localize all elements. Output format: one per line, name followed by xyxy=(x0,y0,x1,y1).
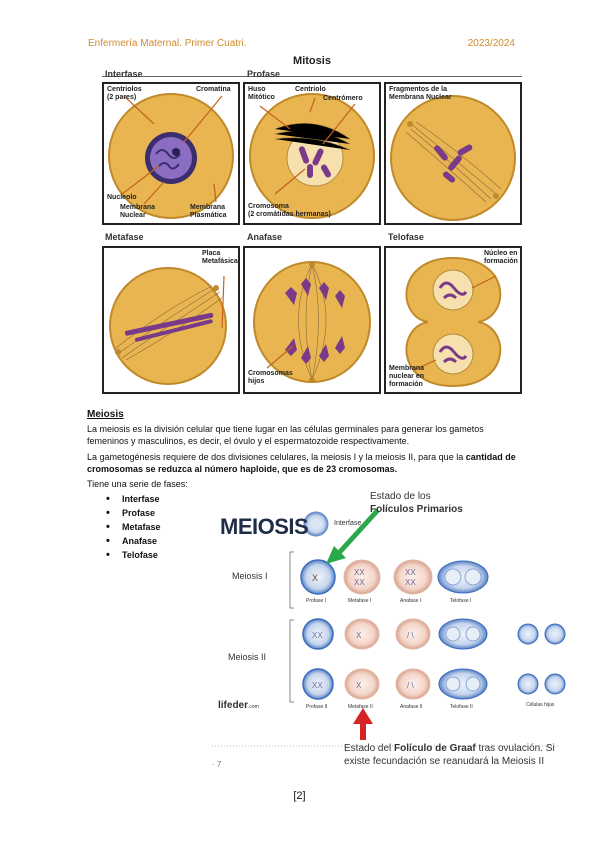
panel-metafase: Placa Metafásica xyxy=(102,246,240,394)
svg-text:XX: XX xyxy=(405,578,416,587)
fases-intro: Tiene una serie de fases: xyxy=(87,479,188,489)
svg-text:XX: XX xyxy=(405,568,416,577)
panel-profase: Huso Mitótico Centriolo Centrómero Cromo… xyxy=(243,82,381,225)
label-fragmentos: Fragmentos de la Membrana Nuclear xyxy=(389,86,452,101)
interfase-cell-illustration xyxy=(108,93,234,219)
label-huso: Huso Mitótico xyxy=(248,86,275,101)
telofase-cell-illustration xyxy=(405,256,502,388)
note-graaf-line2: existe fecundación se reanudará la Meios… xyxy=(344,756,545,767)
svg-text:XX: XX xyxy=(312,631,323,640)
label-centriolos: Centriolos (2 pares) xyxy=(107,86,142,101)
paragraph-gametogenesis-text: La gametogénesis requiere de dos divisio… xyxy=(87,452,466,462)
logo-text: lifeder xyxy=(218,700,249,711)
label-membrana-plasmatica: Membrana Plasmática xyxy=(190,204,227,219)
note-graaf-text-c: tras ovulación. Si xyxy=(475,743,555,754)
list-item: Metafase xyxy=(106,520,161,534)
label-anafase-1: Anafase I xyxy=(400,598,422,604)
panel-prometafase: Fragmentos de la Membrana Nuclear xyxy=(384,82,522,225)
phase-label-telofase: Telofase xyxy=(388,232,424,242)
paragraph-definition: La meiosis es la división celular que ti… xyxy=(87,424,484,447)
label-centromero: Centrómero xyxy=(323,95,363,102)
svg-text:XX: XX xyxy=(354,568,365,577)
metafase-cell-illustration xyxy=(109,267,227,385)
label-meiosis-1: Meiosis I xyxy=(232,571,268,581)
list-item: Anafase xyxy=(106,534,161,548)
meiosis-diagram-graphics: X XX XX XX XX XX X / \ XX X / \ xyxy=(212,508,566,747)
page-header: Enfermería Maternal. Primer Cuatri. 2023… xyxy=(88,38,515,52)
header-year: 2023/2024 xyxy=(467,38,515,49)
svg-text:/ \: / \ xyxy=(407,681,414,690)
label-celulas-hijas: Células hijas xyxy=(526,702,555,708)
mitosis-title: Mitosis xyxy=(293,55,331,67)
anafase-cell-illustration xyxy=(253,261,371,383)
label-nucleo-formacion: Núcleo en formación xyxy=(484,250,518,265)
list-item: Profase xyxy=(106,506,161,520)
embedded-page-number: · 7 xyxy=(212,760,222,769)
svg-text:XX: XX xyxy=(312,681,323,690)
page-number: [2] xyxy=(293,790,306,802)
list-item: Interfase xyxy=(106,492,161,506)
mitosis-figure: Mitosis Interfase Profase Metafase Anafa… xyxy=(100,52,524,400)
panel-telofase: Núcleo en formación Membrana nuclear en … xyxy=(384,246,522,394)
list-item: Telofase xyxy=(106,548,161,562)
note-primary-line2: Folículos Primarios xyxy=(370,504,463,515)
label-telofase-2: Telofase II xyxy=(450,704,473,710)
section-heading: Meiosis xyxy=(87,409,124,420)
meiosis-title: MEIOSIS xyxy=(220,514,309,539)
note-graaf-text-bold: Folículo de Graaf xyxy=(394,743,476,754)
label-membrana-formacion: Membrana nuclear en formación xyxy=(389,365,425,388)
fases-list: Interfase Profase Metafase Anafase Telof… xyxy=(106,492,161,562)
label-membrana-nuclear: Membrana Nuclear xyxy=(120,204,156,219)
note-primary-line1: Estado de los xyxy=(370,491,431,502)
profase-cell-illustration xyxy=(249,93,375,219)
svg-text:X: X xyxy=(356,681,362,690)
lifeder-logo: lifeder.com xyxy=(218,700,259,711)
meiosis-figure: X XX XX XX XX XX X / \ XX X / \ xyxy=(210,490,570,782)
label-metafase-2: Metafase II xyxy=(348,704,373,710)
svg-text:/ \: / \ xyxy=(407,631,414,640)
label-telofase-1: Telofase I xyxy=(450,598,472,604)
svg-text:X: X xyxy=(312,573,318,583)
paragraph-gametogenesis: La gametogénesis requiere de dos divisio… xyxy=(87,451,517,476)
logo-suffix: .com xyxy=(248,704,259,710)
phase-label-metafase: Metafase xyxy=(105,232,144,242)
mitosis-title-rule xyxy=(102,76,522,77)
phase-label-anafase: Anafase xyxy=(247,232,283,242)
label-meiosis-2: Meiosis II xyxy=(228,652,267,662)
label-profase-1: Profase I xyxy=(306,598,327,604)
svg-text:X: X xyxy=(356,631,362,640)
prometafase-cell-illustration xyxy=(390,95,516,221)
phase-label-profase: Profase xyxy=(247,69,281,79)
note-graaf-follicle: Estado del Folículo de Graaf tras ovulac… xyxy=(344,742,574,768)
paragraph-gametogenesis-bold: cantidad de cromosomas se reduzca al núm… xyxy=(87,452,516,475)
note-graaf-line1: Estado del Folículo de Graaf tras ovulac… xyxy=(344,742,574,755)
panel-anafase: Cromosomas hijos xyxy=(243,246,381,394)
phase-label-interfase: Interfase xyxy=(105,69,143,79)
label-anafase-2: Anafase II xyxy=(400,704,423,710)
label-metafase-1: Metafase I xyxy=(348,598,372,604)
label-cromosoma: Cromosoma (2 cromátidas hermanas) xyxy=(248,203,331,218)
label-centriolo: Centriolo xyxy=(295,86,326,93)
note-graaf-text-a: Estado del xyxy=(344,743,395,754)
label-cromatina: Cromatina xyxy=(196,86,231,93)
label-cromosomas-hijos: Cromosomas hijos xyxy=(248,370,293,385)
svg-text:XX: XX xyxy=(354,578,365,587)
label-profase-2: Profase II xyxy=(306,704,328,710)
panel-interfase: Centriolos (2 pares) Cromatina Nucleolo … xyxy=(102,82,240,225)
label-interfase: Interfase xyxy=(334,520,362,527)
label-nucleolo: Nucleolo xyxy=(107,194,137,201)
label-placa: Placa Metafásica xyxy=(202,250,238,265)
header-course: Enfermería Maternal. Primer Cuatri. xyxy=(88,38,247,49)
note-primary-follicles: Estado de los Folículos Primarios xyxy=(370,490,463,516)
